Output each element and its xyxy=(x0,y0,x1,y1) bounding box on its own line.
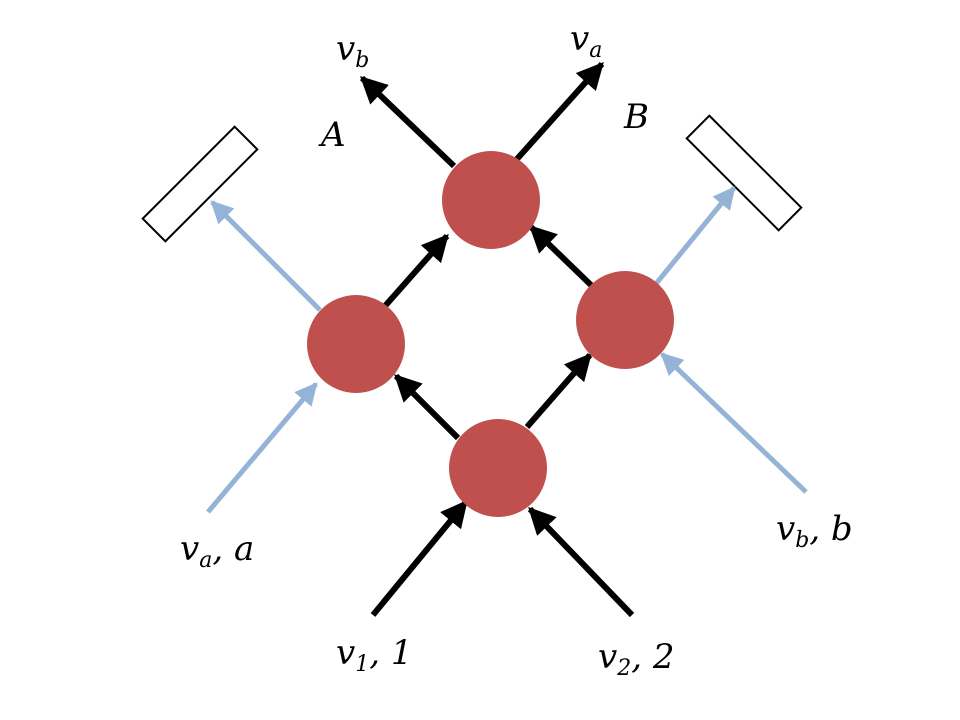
node-top xyxy=(442,151,540,249)
label-output-vb: vb xyxy=(336,29,370,73)
detector-right xyxy=(685,114,803,232)
label-input-va: va, a xyxy=(180,529,255,573)
path-arrow-left-top xyxy=(382,233,450,308)
node-left xyxy=(307,295,405,393)
detector-left xyxy=(141,125,259,243)
detector-arrow-left xyxy=(210,200,322,312)
node-bottom xyxy=(449,419,547,517)
input-arrow-v2 xyxy=(527,506,635,618)
detector-arrow-right xyxy=(653,186,736,287)
path-arrow-bottom-right xyxy=(524,352,593,429)
input-arrow-va xyxy=(206,382,318,514)
output-arrow-vb xyxy=(359,75,457,169)
label-output-va: va xyxy=(570,19,603,63)
label-region-b: B xyxy=(624,97,649,137)
input-arrow-v1 xyxy=(370,499,469,617)
path-arrow-bottom-left xyxy=(393,373,461,441)
label-input-v1: v1, 1 xyxy=(336,633,413,677)
input-arrow-vb xyxy=(660,352,808,494)
label-input-v2: v2, 2 xyxy=(598,637,675,681)
node-right xyxy=(576,271,674,369)
output-arrow-va xyxy=(514,61,605,162)
path-arrow-right-top xyxy=(528,224,595,289)
label-region-a: A xyxy=(321,115,346,155)
label-input-vb: vb, b xyxy=(776,509,853,553)
